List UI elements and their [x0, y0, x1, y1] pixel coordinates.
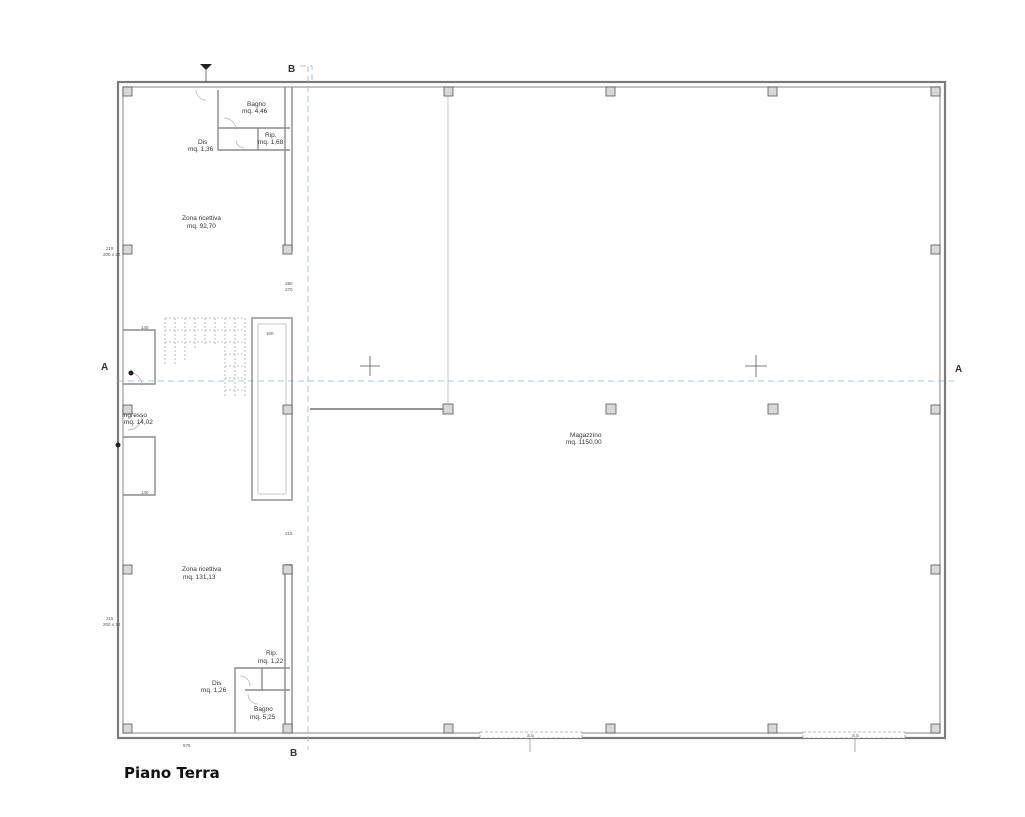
room-area-bagno-2: mq. 5,25	[250, 714, 276, 721]
dim-mid-top-2: 270	[285, 287, 293, 292]
room-area-dis-2: mq. 1,26	[201, 687, 227, 694]
room-area-rip-1: mq. 1,68	[258, 139, 284, 146]
door-dim-2: S.5	[852, 733, 859, 738]
room-area-ingresso: mq. 14,02	[124, 419, 153, 426]
section-label-a-right: A	[955, 364, 962, 375]
room-name-bagno-2: Bagno	[254, 706, 273, 713]
plan-title: Piano Terra	[124, 764, 220, 782]
north-entrance-arrow	[200, 64, 212, 82]
dim-left-top-2: 200 x 30	[103, 252, 121, 257]
room-name-bagno-1: Bagno	[247, 101, 266, 108]
south-doors: S.5 S.5	[479, 731, 906, 752]
room-name-zona-1: Zona ricettiva	[182, 215, 221, 222]
dim-bottom-left: 575	[183, 743, 191, 748]
dim-left-bottom-2: 200 x 30	[103, 622, 121, 627]
dim-mid-top: 280	[285, 281, 293, 286]
dim-left-top: 219	[106, 246, 114, 251]
room-area-dis-1: mq. 1,36	[188, 146, 214, 153]
room-area-bagno-1: mq. 4,46	[242, 108, 268, 115]
dim-stair-top: 140	[141, 325, 149, 330]
section-label-b-bottom: B	[290, 748, 297, 759]
section-label-a-left: A	[101, 362, 108, 373]
section-label-b-top: B	[288, 64, 295, 75]
room-area-magazzino: mq. 1150,00	[566, 439, 602, 446]
room-area-zona-2: mq. 131,13	[183, 574, 216, 581]
crosshair-markers	[360, 355, 767, 377]
room-name-magazzino: Magazzino	[570, 432, 602, 439]
structural-columns	[122, 86, 941, 734]
room-name-rip-2: Rip.	[266, 650, 278, 657]
room-labels: Bagno mq. 4,46 Rip. mq. 1,68 Dis mq. 1,3…	[122, 101, 602, 721]
dim-left-bottom: 215	[106, 616, 114, 621]
room-name-dis-1: Dis	[198, 139, 208, 146]
room-name-dis-2: Dis	[212, 680, 222, 687]
room-name-rip-1: Rip.	[265, 132, 277, 139]
room-name-zona-2: Zona ricettiva	[182, 566, 221, 573]
dim-stair-width: 100	[266, 331, 274, 336]
room-area-zona-1: mq. 92,70	[187, 223, 216, 230]
door-dim-1: S.5	[527, 733, 534, 738]
outer-walls	[116, 80, 947, 740]
dimension-notes: 219 200 x 30 280 270 140 100 140 215 215…	[103, 246, 293, 748]
dim-stair-bottom: 140	[141, 490, 149, 495]
room-name-ingresso: Ingresso	[122, 412, 147, 419]
room-area-rip-2: mq. 1,22	[258, 658, 284, 665]
stair-block	[115, 317, 293, 501]
dim-mid-bottom: 215	[285, 531, 293, 536]
